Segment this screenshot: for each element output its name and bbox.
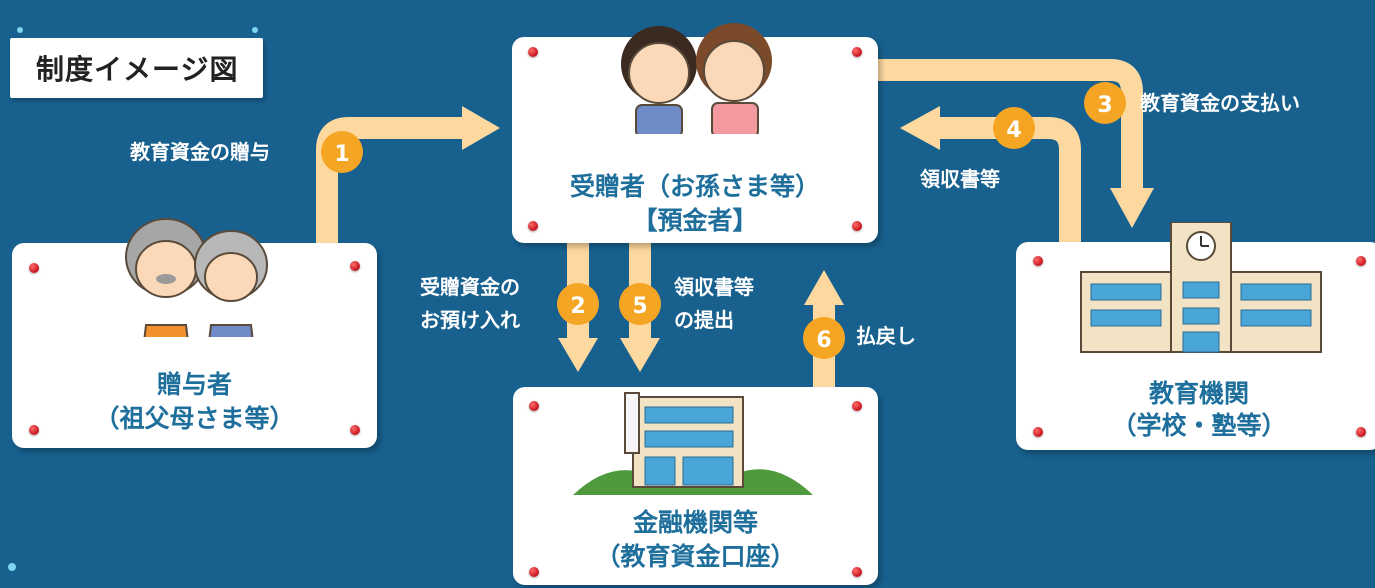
flow-6-label: 払戻し <box>856 324 916 348</box>
svg-text:3: 3 <box>1097 93 1112 118</box>
svg-text:4: 4 <box>1006 118 1021 143</box>
flow-2-label-line1: 受贈資金の <box>420 275 520 299</box>
bank-label-line1: 金融機関等 <box>632 508 758 537</box>
giver-label-line2: （祖父母さま等） <box>94 404 295 433</box>
badge-3: 3 <box>1084 82 1126 124</box>
badge-5: 5 <box>619 283 661 325</box>
arrowhead-3 <box>1110 188 1154 228</box>
arrow-4-receipt <box>940 117 1081 245</box>
badge-4: 4 <box>993 107 1035 149</box>
flow-2-label-line2: お預け入れ <box>420 308 520 332</box>
arrowhead-5 <box>620 338 660 372</box>
arrowhead-2 <box>558 338 598 372</box>
receiver-label-line2: 【預金者】 <box>632 206 758 235</box>
card-school: 教育機関 （学校・塾等） <box>1016 222 1375 450</box>
arrowhead-1 <box>462 106 500 150</box>
flow-5-label-line1: 領収書等 <box>674 275 754 299</box>
grandparents-illustration-icon <box>125 218 268 337</box>
school-label-line1: 教育機関 <box>1148 379 1249 408</box>
svg-text:6: 6 <box>816 328 831 353</box>
flow-4-label: 領収書等 <box>920 167 1000 191</box>
school-building-illustration-icon <box>1080 222 1322 353</box>
arrow-3-payment <box>878 59 1143 190</box>
arrowhead-4 <box>900 106 940 150</box>
svg-text:2: 2 <box>570 294 585 319</box>
badges: 1 2 3 4 5 6 <box>321 82 1126 359</box>
svg-text:5: 5 <box>632 294 647 319</box>
school-label-line2: （学校・塾等） <box>1111 411 1287 440</box>
card-receiver: 受贈者（お孫さま等） 【預金者】 <box>512 23 878 243</box>
flow-1-label: 教育資金の贈与 <box>130 140 270 164</box>
bank-label-line2: （教育資金口座） <box>595 542 796 571</box>
children-illustration-icon <box>621 23 772 134</box>
badge-2: 2 <box>557 283 599 325</box>
arrowhead-6 <box>804 270 844 305</box>
receiver-label-line1: 受贈者（お孫さま等） <box>569 172 820 201</box>
bank-building-illustration-icon <box>573 392 813 495</box>
giver-label-line1: 贈与者 <box>156 370 232 399</box>
svg-text:1: 1 <box>334 142 349 167</box>
flow-5-label-line2: の提出 <box>674 308 734 332</box>
card-bank: 金融機関等 （教育資金口座） <box>513 387 878 585</box>
card-giver: 贈与者 （祖父母さま等） <box>12 218 377 448</box>
badge-1: 1 <box>321 131 363 173</box>
flow-3-label: 教育資金の支払い <box>1140 91 1300 115</box>
badge-6: 6 <box>803 317 845 359</box>
diagram-title: 制度イメージ図 <box>10 38 263 98</box>
